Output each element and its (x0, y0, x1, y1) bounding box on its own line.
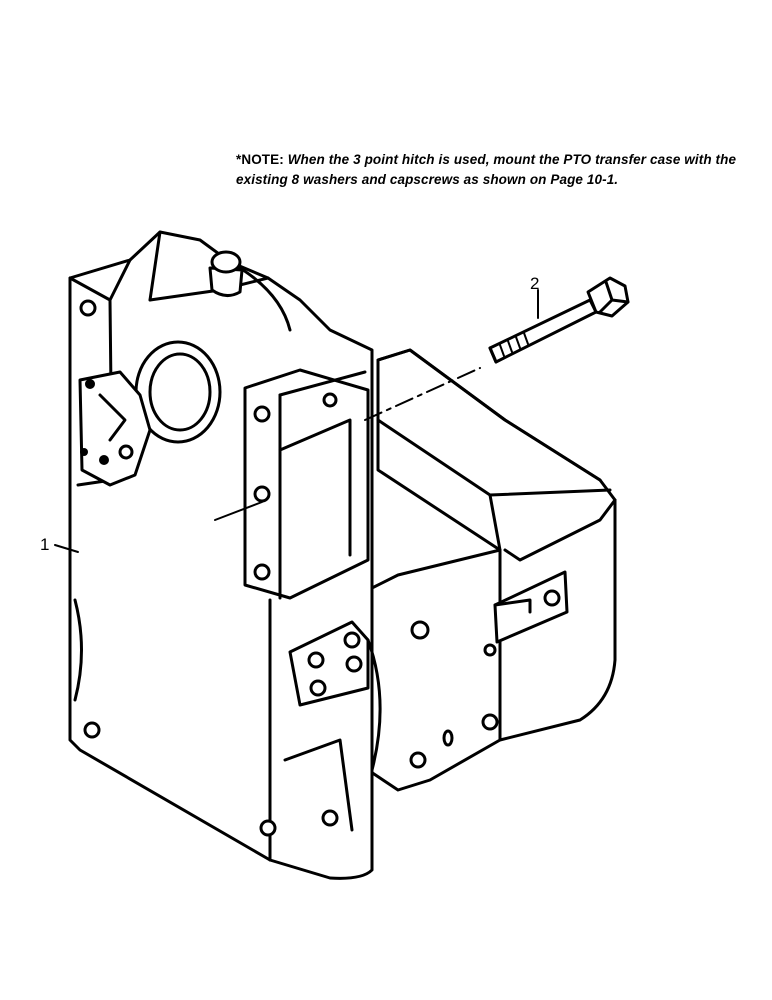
plate-bolt (409, 751, 427, 769)
front-plate (366, 548, 502, 792)
plate-bolt (410, 620, 430, 640)
note-body: When the 3 point hitch is used, mount th… (236, 152, 737, 187)
callout-2: 2 (530, 274, 539, 293)
mounting-flange (243, 368, 370, 600)
note-label: *NOTE: (236, 152, 284, 167)
bolt-pad (288, 620, 382, 772)
capscrew (488, 276, 630, 364)
output-yoke (78, 340, 222, 487)
front-foot (259, 598, 354, 862)
plate-bolt (442, 729, 454, 747)
filler-cap (208, 250, 244, 297)
flange-bolt (83, 721, 101, 739)
flange-hole (253, 485, 271, 503)
flange-hole (253, 563, 271, 581)
bracket-bolt (543, 589, 561, 607)
side-bracket (493, 570, 569, 644)
rear-housing (376, 348, 617, 742)
flange-hole (253, 405, 271, 423)
callout-1: 1 (40, 535, 49, 554)
note-text: *NOTE: When the 3 point hitch is used, m… (236, 150, 756, 190)
alignment-line (364, 367, 481, 421)
plate-bolt (483, 643, 497, 657)
alignment-line (214, 501, 263, 521)
plate-bolt (481, 713, 499, 731)
leader-line-1 (54, 544, 79, 553)
flange-bolt (79, 299, 97, 317)
flange-hole (322, 392, 338, 408)
